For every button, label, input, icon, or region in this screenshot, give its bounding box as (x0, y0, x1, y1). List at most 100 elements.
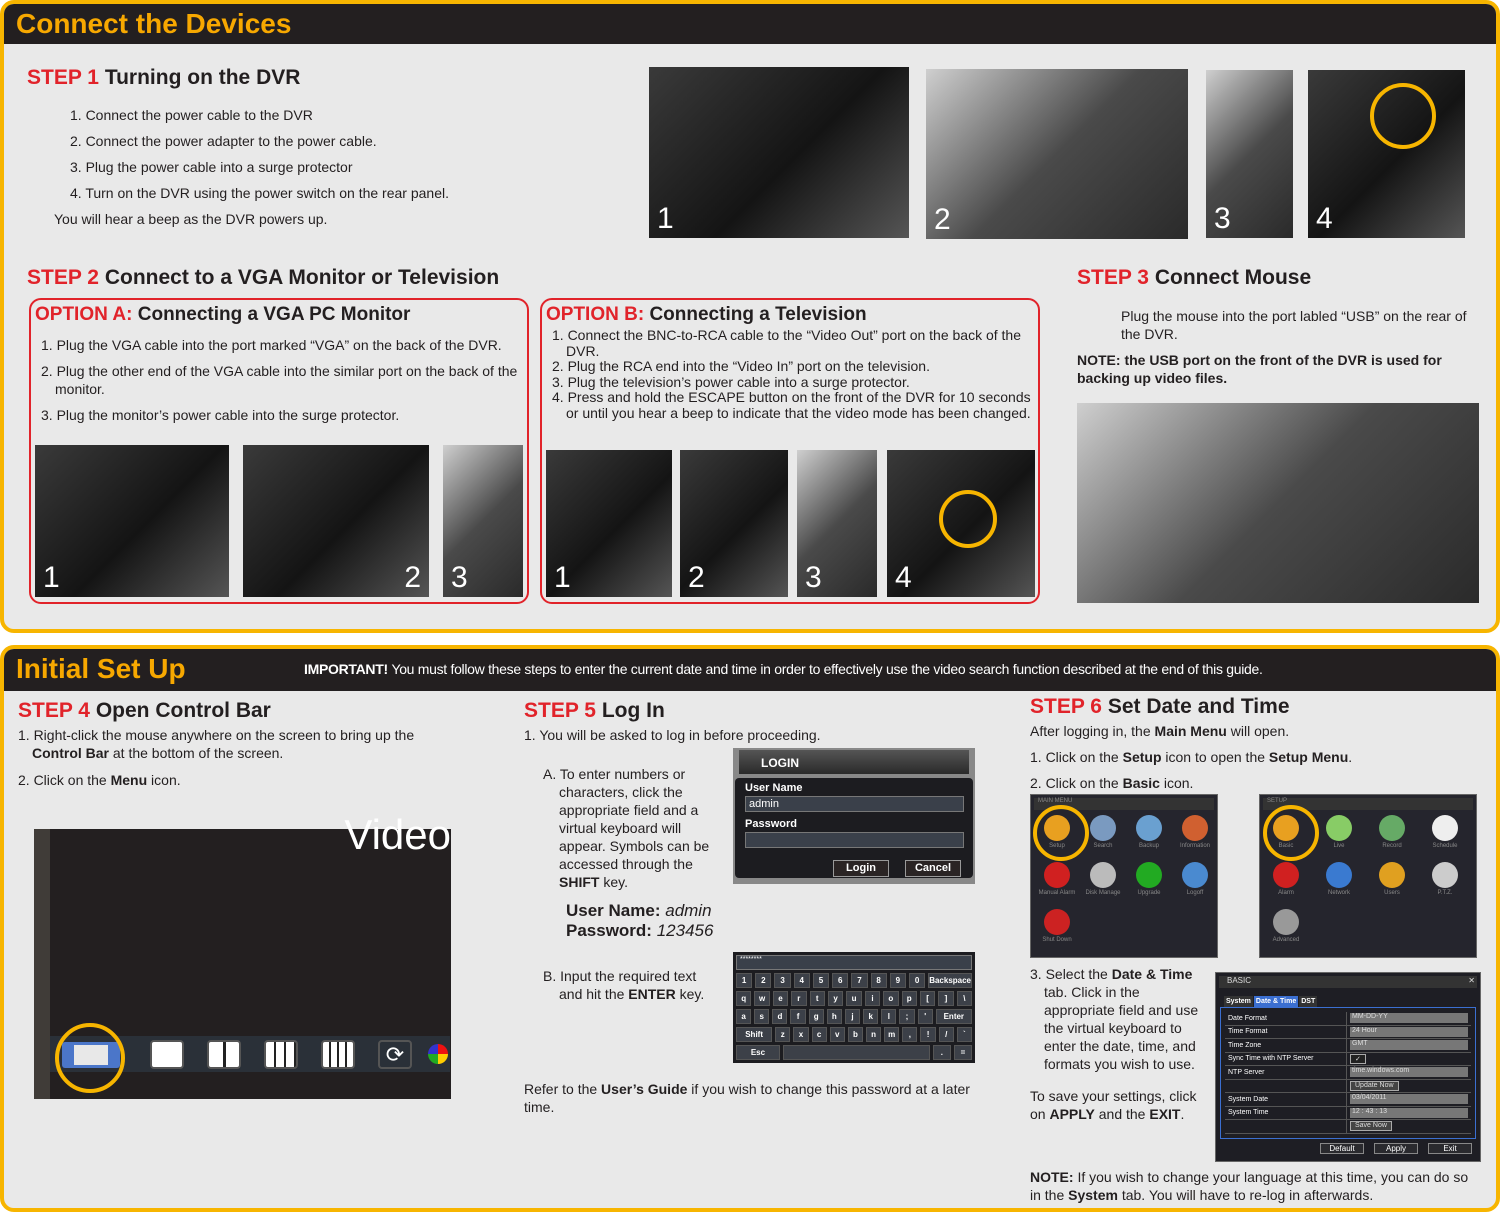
menu-item-upgrade[interactable]: Upgrade (1129, 862, 1169, 896)
menu-item-live[interactable]: Live (1319, 815, 1359, 849)
default-button[interactable]: Default (1320, 1142, 1364, 1154)
menu-item-advanced[interactable]: Advanced (1266, 909, 1306, 943)
exit-button[interactable]: Exit (1428, 1142, 1472, 1154)
menu-item-schedule[interactable]: Schedule (1425, 815, 1465, 849)
photo-vga-monitor: 2 (243, 445, 429, 597)
setting-value[interactable]: ✓ (1350, 1053, 1366, 1064)
keyboard-display: ******** (736, 955, 972, 970)
single-view-icon[interactable] (150, 1040, 184, 1069)
tab-date-time[interactable]: Date & Time (1253, 996, 1299, 1007)
menu-item-disk-manage[interactable]: Disk Manage (1083, 862, 1123, 896)
key[interactable]: 9 (889, 973, 906, 988)
key[interactable]: k (863, 1009, 879, 1024)
key[interactable]: Shift (736, 1027, 773, 1042)
tab-system[interactable]: System (1224, 996, 1253, 1007)
key[interactable]: w (754, 991, 770, 1006)
key[interactable]: 6 (832, 973, 849, 988)
key[interactable]: r (791, 991, 807, 1006)
key[interactable]: . (932, 1045, 951, 1060)
key[interactable]: b (847, 1027, 863, 1042)
setting-value[interactable]: Save Now (1350, 1121, 1392, 1132)
key[interactable]: [ (919, 991, 936, 1006)
menu-item-search[interactable]: Search (1083, 815, 1123, 849)
key[interactable]: 5 (812, 973, 830, 988)
key[interactable]: ] (938, 991, 954, 1006)
key[interactable]: o (883, 991, 899, 1006)
key[interactable]: 2 (755, 973, 772, 988)
key[interactable]: 0 (908, 973, 926, 988)
key[interactable]: a (736, 1009, 752, 1024)
menu-item-p-t-z-[interactable]: P.T.Z. (1425, 862, 1465, 896)
key[interactable]: q (736, 991, 752, 1006)
key[interactable]: h (826, 1009, 842, 1024)
key[interactable]: p (901, 991, 917, 1006)
key[interactable]: l (881, 1009, 897, 1024)
menu-item-network[interactable]: Network (1319, 862, 1359, 896)
setting-value[interactable]: GMT (1350, 1040, 1468, 1051)
key[interactable]: 4 (793, 973, 810, 988)
menu-item-users[interactable]: Users (1372, 862, 1412, 896)
key[interactable]: 3 (774, 973, 791, 988)
key[interactable]: , (902, 1027, 918, 1042)
key[interactable]: 8 (870, 973, 887, 988)
key[interactable]: t (809, 991, 825, 1006)
key[interactable]: ' (917, 1009, 933, 1024)
key[interactable]: j (844, 1009, 861, 1024)
key[interactable]: Enter (935, 1009, 972, 1024)
menu-icon (1432, 862, 1458, 888)
close-icon[interactable]: ✕ (1468, 976, 1475, 985)
key[interactable]: m (884, 1027, 900, 1042)
step5-refer: Refer to the User’s Guide if you wish to… (524, 1081, 970, 1115)
setting-value[interactable]: 12 : 43 : 13 (1350, 1107, 1468, 1118)
key[interactable]: g (808, 1009, 824, 1024)
tab-dst[interactable]: DST (1299, 996, 1318, 1007)
menu-item-alarm[interactable]: Alarm (1266, 862, 1306, 896)
key[interactable] (782, 1045, 930, 1060)
key[interactable]: z (775, 1027, 791, 1042)
menu-item-backup[interactable]: Backup (1129, 815, 1169, 849)
key[interactable]: x (793, 1027, 809, 1042)
key[interactable]: Backspace (928, 973, 972, 988)
sixteen-view-icon[interactable] (321, 1040, 355, 1069)
setting-label (1225, 1079, 1347, 1092)
key[interactable]: i (864, 991, 881, 1006)
menu-item-manual-alarm[interactable]: Manual Alarm (1037, 862, 1077, 896)
key[interactable]: 7 (851, 973, 868, 988)
menu-item-shut-down[interactable]: Shut Down (1037, 909, 1077, 943)
key[interactable]: f (790, 1009, 806, 1024)
key[interactable]: v (829, 1027, 845, 1042)
color-icon[interactable] (428, 1044, 448, 1064)
menu-item-record[interactable]: Record (1372, 815, 1412, 849)
cancel-button[interactable]: Cancel (905, 860, 961, 877)
setting-value[interactable]: MM-DD-YY (1350, 1013, 1468, 1024)
menu-item-information[interactable]: Information (1175, 815, 1215, 849)
key[interactable]: n (866, 1027, 882, 1042)
login-button[interactable]: Login (833, 860, 889, 877)
key[interactable]: ; (899, 1009, 915, 1024)
menu-item-logoff[interactable]: Logoff (1175, 862, 1215, 896)
key[interactable]: Esc (736, 1045, 780, 1060)
setting-value[interactable]: Update Now (1350, 1080, 1399, 1091)
key[interactable]: e (772, 991, 789, 1006)
setting-value[interactable]: 03/04/2011 (1350, 1094, 1468, 1105)
username-input[interactable] (745, 796, 964, 812)
key[interactable]: ` (956, 1027, 972, 1042)
key[interactable]: ! (920, 1027, 936, 1042)
key[interactable]: 1 (736, 973, 753, 988)
sequence-icon[interactable]: ⟳ (378, 1040, 412, 1069)
key[interactable]: c (811, 1027, 827, 1042)
apply-button[interactable]: Apply (1374, 1142, 1418, 1154)
key[interactable]: y (827, 991, 844, 1006)
key[interactable]: = (953, 1045, 973, 1060)
nine-view-icon[interactable] (264, 1040, 298, 1069)
password-input[interactable] (745, 832, 964, 848)
setting-value[interactable]: time.windows.com (1350, 1067, 1468, 1078)
key[interactable]: s (754, 1009, 770, 1024)
key[interactable]: u (846, 991, 862, 1006)
quad-view-icon[interactable] (207, 1040, 241, 1069)
key[interactable]: / (938, 1027, 954, 1042)
key[interactable]: \ (956, 991, 973, 1006)
key[interactable]: d (772, 1009, 788, 1024)
setting-value[interactable]: 24 Hour (1350, 1026, 1468, 1037)
